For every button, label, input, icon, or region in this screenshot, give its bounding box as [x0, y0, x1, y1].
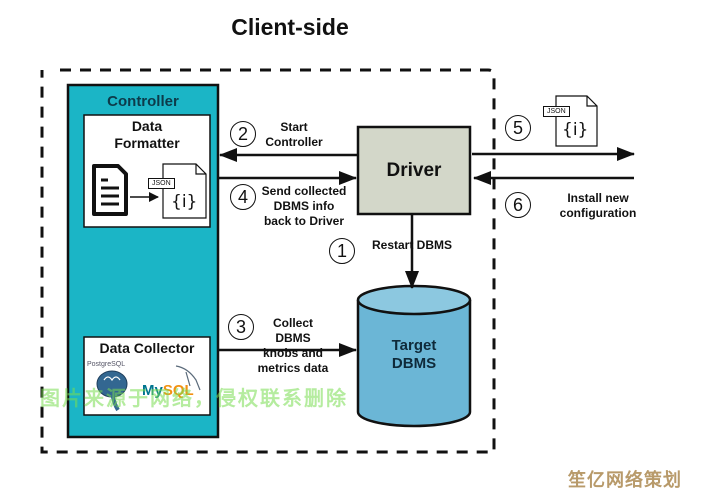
json-glyph: {i}: [171, 192, 198, 212]
watermark-center: 图片来源于网络，侵权联系删除: [40, 388, 348, 410]
step-2-label-line1: Start: [280, 120, 308, 134]
step-4-label-line2: DBMS info: [273, 199, 335, 213]
mysql-dolphin-icon: [175, 365, 201, 391]
controller-label: Controller: [107, 93, 179, 110]
step-3-label-line1: Collect: [272, 316, 313, 330]
target-dbms-label-line1: Target: [391, 337, 437, 354]
step-3-label-line3: knobs and: [262, 346, 323, 360]
driver-label: Driver: [386, 160, 442, 181]
step-6-label: Install new configuration: [552, 191, 644, 221]
data-formatter-label: Data Formatter: [84, 118, 210, 152]
mysql-label-sql: SQL: [162, 382, 194, 399]
step-3-badge: 3: [228, 314, 254, 340]
step-2-badge: 2: [230, 121, 256, 147]
step-5-badge: 5: [505, 115, 531, 141]
target-dbms-label: Target DBMS: [358, 337, 470, 373]
target-dbms-cylinder: [356, 284, 472, 428]
watermark-corner: 笙亿网络策划: [568, 470, 682, 490]
external-json-tag: JSON: [543, 106, 570, 117]
step-6-badge: 6: [505, 192, 531, 218]
data-collector-label: Data Collector: [99, 340, 195, 356]
postgresql-label: PostgreSQL: [87, 361, 126, 368]
step-2-label-line2: Controller: [265, 135, 323, 149]
mysql-label-my: My: [142, 382, 163, 399]
json-file-icon: [162, 163, 207, 219]
data-formatter-label-line2: Formatter: [114, 135, 180, 151]
step-4-badge: 4: [230, 184, 256, 210]
step-4-label-line1: Send collected: [261, 184, 347, 198]
step-3-label: Collect DBMS knobs and metrics data: [252, 316, 334, 376]
step-6-label-line2: configuration: [559, 206, 637, 220]
step-6-label-line1: Install new: [567, 191, 629, 205]
step-3-label-line4: metrics data: [257, 361, 329, 375]
step-1-badge: 1: [329, 238, 355, 264]
driver-box: [356, 125, 472, 216]
target-dbms-label-line2: DBMS: [391, 355, 437, 372]
step-2-label: Start Controller: [262, 120, 326, 150]
json-tag: JSON: [148, 178, 175, 189]
step-1-label: Restart DBMS: [372, 238, 453, 252]
postgresql-logo-icon: [96, 370, 128, 412]
step-4-label-line3: back to Driver: [263, 214, 345, 228]
step-4-label: Send collected DBMS info back to Driver: [256, 184, 352, 229]
step-3-label-line2: DBMS: [275, 331, 311, 345]
data-formatter-label-line1: Data: [131, 118, 163, 134]
external-json-glyph: {i}: [562, 120, 589, 140]
document-icon: [92, 164, 128, 216]
mysql-label: MySQL: [142, 382, 194, 399]
diagram-title: Client-side: [231, 14, 349, 40]
client-side-boundary: [40, 68, 496, 454]
